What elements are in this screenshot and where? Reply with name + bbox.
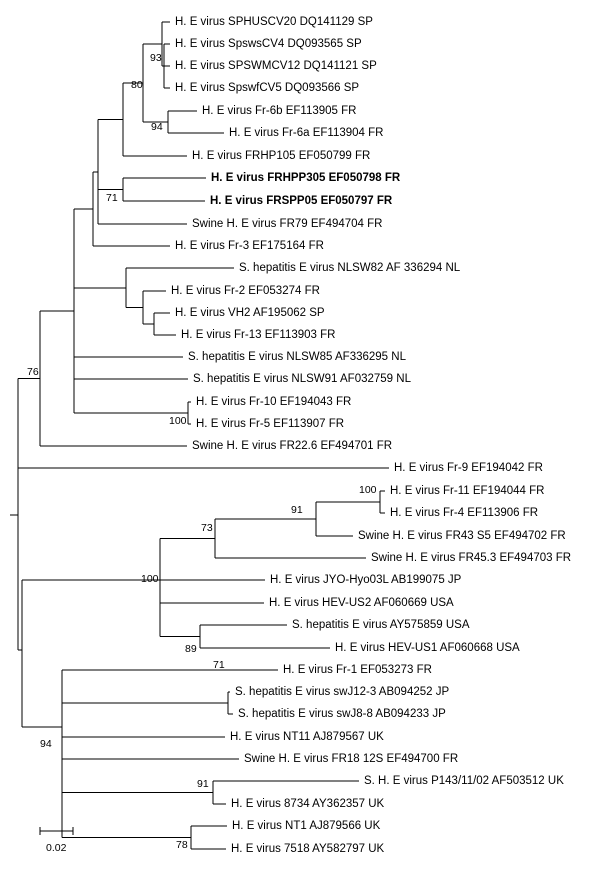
taxon-label: S. hepatitis E virus swJ12-3 AB094252 JP	[235, 686, 449, 698]
taxon-label: H. E virus NT11 AJ879567 UK	[230, 731, 384, 743]
taxon-label: H. E virus Fr-1 EF053273 FR	[283, 664, 432, 676]
taxon-label: S. hepatitis E virus NLSW85 AF336295 NL	[188, 351, 407, 363]
taxon-label: H. E virus HEV-US1 AF060668 USA	[335, 642, 520, 654]
taxon-label: H. E virus Fr-13 EF113903 FR	[181, 329, 335, 341]
bootstrap-value: 71	[106, 192, 118, 204]
taxon-label: H. E virus SPHUSCV20 DQ141129 SP	[175, 16, 373, 28]
taxon-label: Swine H. E virus FR45.3 EF494703 FR	[371, 552, 571, 564]
taxon-label: H. E virus Fr-6a EF113904 FR	[229, 127, 383, 139]
bootstrap-value: 78	[176, 839, 188, 851]
taxon-label: H. E virus Fr-9 EF194042 FR	[394, 462, 543, 474]
bootstrap-value: 93	[150, 52, 162, 64]
taxon-label: Swine H. E virus FR22.6 EF494701 FR	[192, 440, 392, 452]
bootstrap-value: 91	[291, 504, 303, 516]
taxon-label: Swine H. E virus FR18 12S EF494700 FR	[244, 753, 458, 765]
taxon-label: H. E virus Fr-6b EF113905 FR	[202, 105, 356, 117]
taxon-label: S. hepatitis E virus NLSW91 AF032759 NL	[193, 373, 412, 385]
taxon-label: H. E virus Fr-4 EF113906 FR	[390, 507, 538, 519]
bootstrap-value: 100	[359, 484, 377, 496]
bootstrap-value: 100	[141, 573, 159, 585]
bootstrap-value: 94	[40, 738, 52, 750]
bootstrap-value: 71	[213, 659, 225, 671]
bootstrap-value: 80	[131, 79, 143, 91]
taxon-label: H. E virus SPSWMCV12 DQ141121 SP	[175, 60, 377, 72]
bootstrap-value: 94	[151, 121, 163, 133]
taxon-label: H. E virus Fr-2 EF053274 FR	[171, 285, 320, 297]
bootstrap-value: 100	[169, 415, 187, 427]
taxon-label: S. hepatitis E virus NLSW82 AF 336294 NL	[239, 262, 461, 274]
taxon-label: H. E virus Fr-5 EF113907 FR	[196, 418, 344, 430]
taxon-label: Swine H. E virus FR79 EF494704 FR	[192, 218, 382, 230]
bootstrap-value: 89	[185, 643, 197, 655]
scale-bar-label: 0.02	[46, 842, 67, 854]
taxon-label: H. E virus Fr-3 EF175164 FR	[175, 240, 324, 252]
taxon-label: H. E virus 7518 AY582797 UK	[231, 843, 385, 855]
taxon-label: Swine H. E virus FR43 S5 EF494702 FR	[358, 530, 566, 542]
bootstrap-value: 76	[27, 366, 39, 378]
taxon-label: H. E virus Fr-11 EF194044 FR	[390, 485, 544, 497]
taxon-label: H. E virus FRHPP305 EF050798 FR	[211, 172, 401, 184]
taxon-label: H. E virus Fr-10 EF194043 FR	[196, 396, 351, 408]
bootstrap-value: 91	[197, 778, 209, 790]
taxon-label: H. E virus VH2 AF195062 SP	[175, 307, 325, 319]
taxon-label: H. E virus JYO-Hyo03L AB199075 JP	[270, 574, 462, 586]
taxon-label: S. H. E virus P143/11/02 AF503512 UK	[364, 775, 564, 787]
taxon-label: H. E virus HEV-US2 AF060669 USA	[269, 597, 454, 609]
bootstrap-value: 73	[201, 522, 213, 534]
taxon-label: S. hepatitis E virus AY575859 USA	[292, 619, 470, 631]
taxon-label: H. E virus NT1 AJ879566 UK	[232, 820, 381, 832]
taxon-label: H. E virus 8734 AY362357 UK	[231, 798, 385, 810]
taxon-label: S. hepatitis E virus swJ8-8 AB094233 JP	[238, 708, 446, 720]
taxon-label: H. E virus FRHP105 EF050799 FR	[192, 150, 370, 162]
taxon-label: H. E virus SpswfCV5 DQ093566 SP	[175, 82, 359, 94]
taxon-label: H. E virus FRSPP05 EF050797 FR	[210, 195, 393, 207]
taxon-label: H. E virus SpswsCV4 DQ093565 SP	[175, 38, 362, 50]
